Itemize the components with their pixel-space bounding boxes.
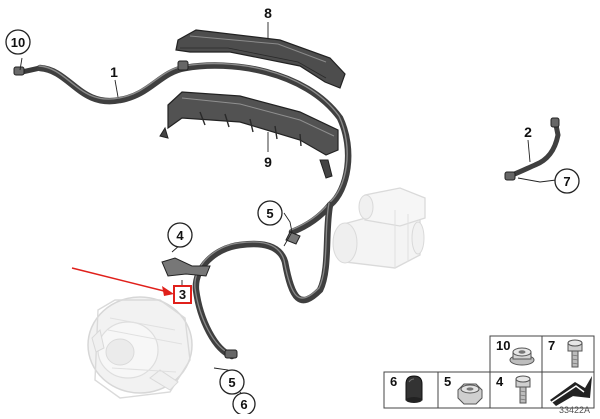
alternator-illustration [87, 296, 193, 399]
legend-cell-7: 7 [548, 338, 555, 353]
highlighted-part-3: 3 [173, 285, 192, 304]
callout-5-upper: 5 [257, 200, 283, 226]
label-1: 1 [110, 64, 118, 80]
callout-4-label: 4 [176, 228, 184, 243]
label-9: 9 [264, 154, 272, 170]
legend-cell-4: 4 [496, 374, 504, 389]
arrow-symbol-icon [550, 376, 592, 406]
highlighted-part-3-label: 3 [179, 287, 186, 302]
label-2: 2 [524, 124, 532, 140]
hex-nut-icon [457, 383, 483, 405]
callout-7: 7 [554, 168, 580, 194]
callout-6: 6 [232, 392, 256, 416]
highlight-arrow [71, 267, 174, 296]
callout-7-label: 7 [563, 174, 570, 189]
alternator-cable [161, 201, 334, 360]
ground-cable [504, 117, 561, 181]
legend-cell-5: 5 [444, 374, 451, 389]
battery-cable-upper [13, 60, 352, 236]
callout-10-label: 10 [11, 35, 25, 50]
cable-holder-bracket [159, 91, 339, 179]
starter-motor-illustration [332, 187, 426, 269]
parts-legend: 10 7 6 5 4 [383, 335, 595, 409]
callout-5-lower-label: 5 [228, 375, 235, 390]
callout-5-lower: 5 [219, 369, 245, 395]
screw-icon [515, 375, 531, 404]
legend-cell-6: 6 [390, 374, 397, 389]
diagram-code: 33422A [559, 405, 590, 414]
legend-cell-10: 10 [496, 338, 510, 353]
callout-10: 10 [5, 29, 31, 55]
rubber-cap-icon [405, 375, 423, 403]
cable-cover-upper [175, 29, 346, 89]
callout-6-label: 6 [240, 397, 247, 412]
flange-nut-icon [509, 347, 535, 366]
callout-4: 4 [167, 222, 193, 248]
hex-bolt-icon [567, 339, 583, 368]
label-8: 8 [264, 5, 272, 21]
callout-5-upper-label: 5 [266, 206, 273, 221]
